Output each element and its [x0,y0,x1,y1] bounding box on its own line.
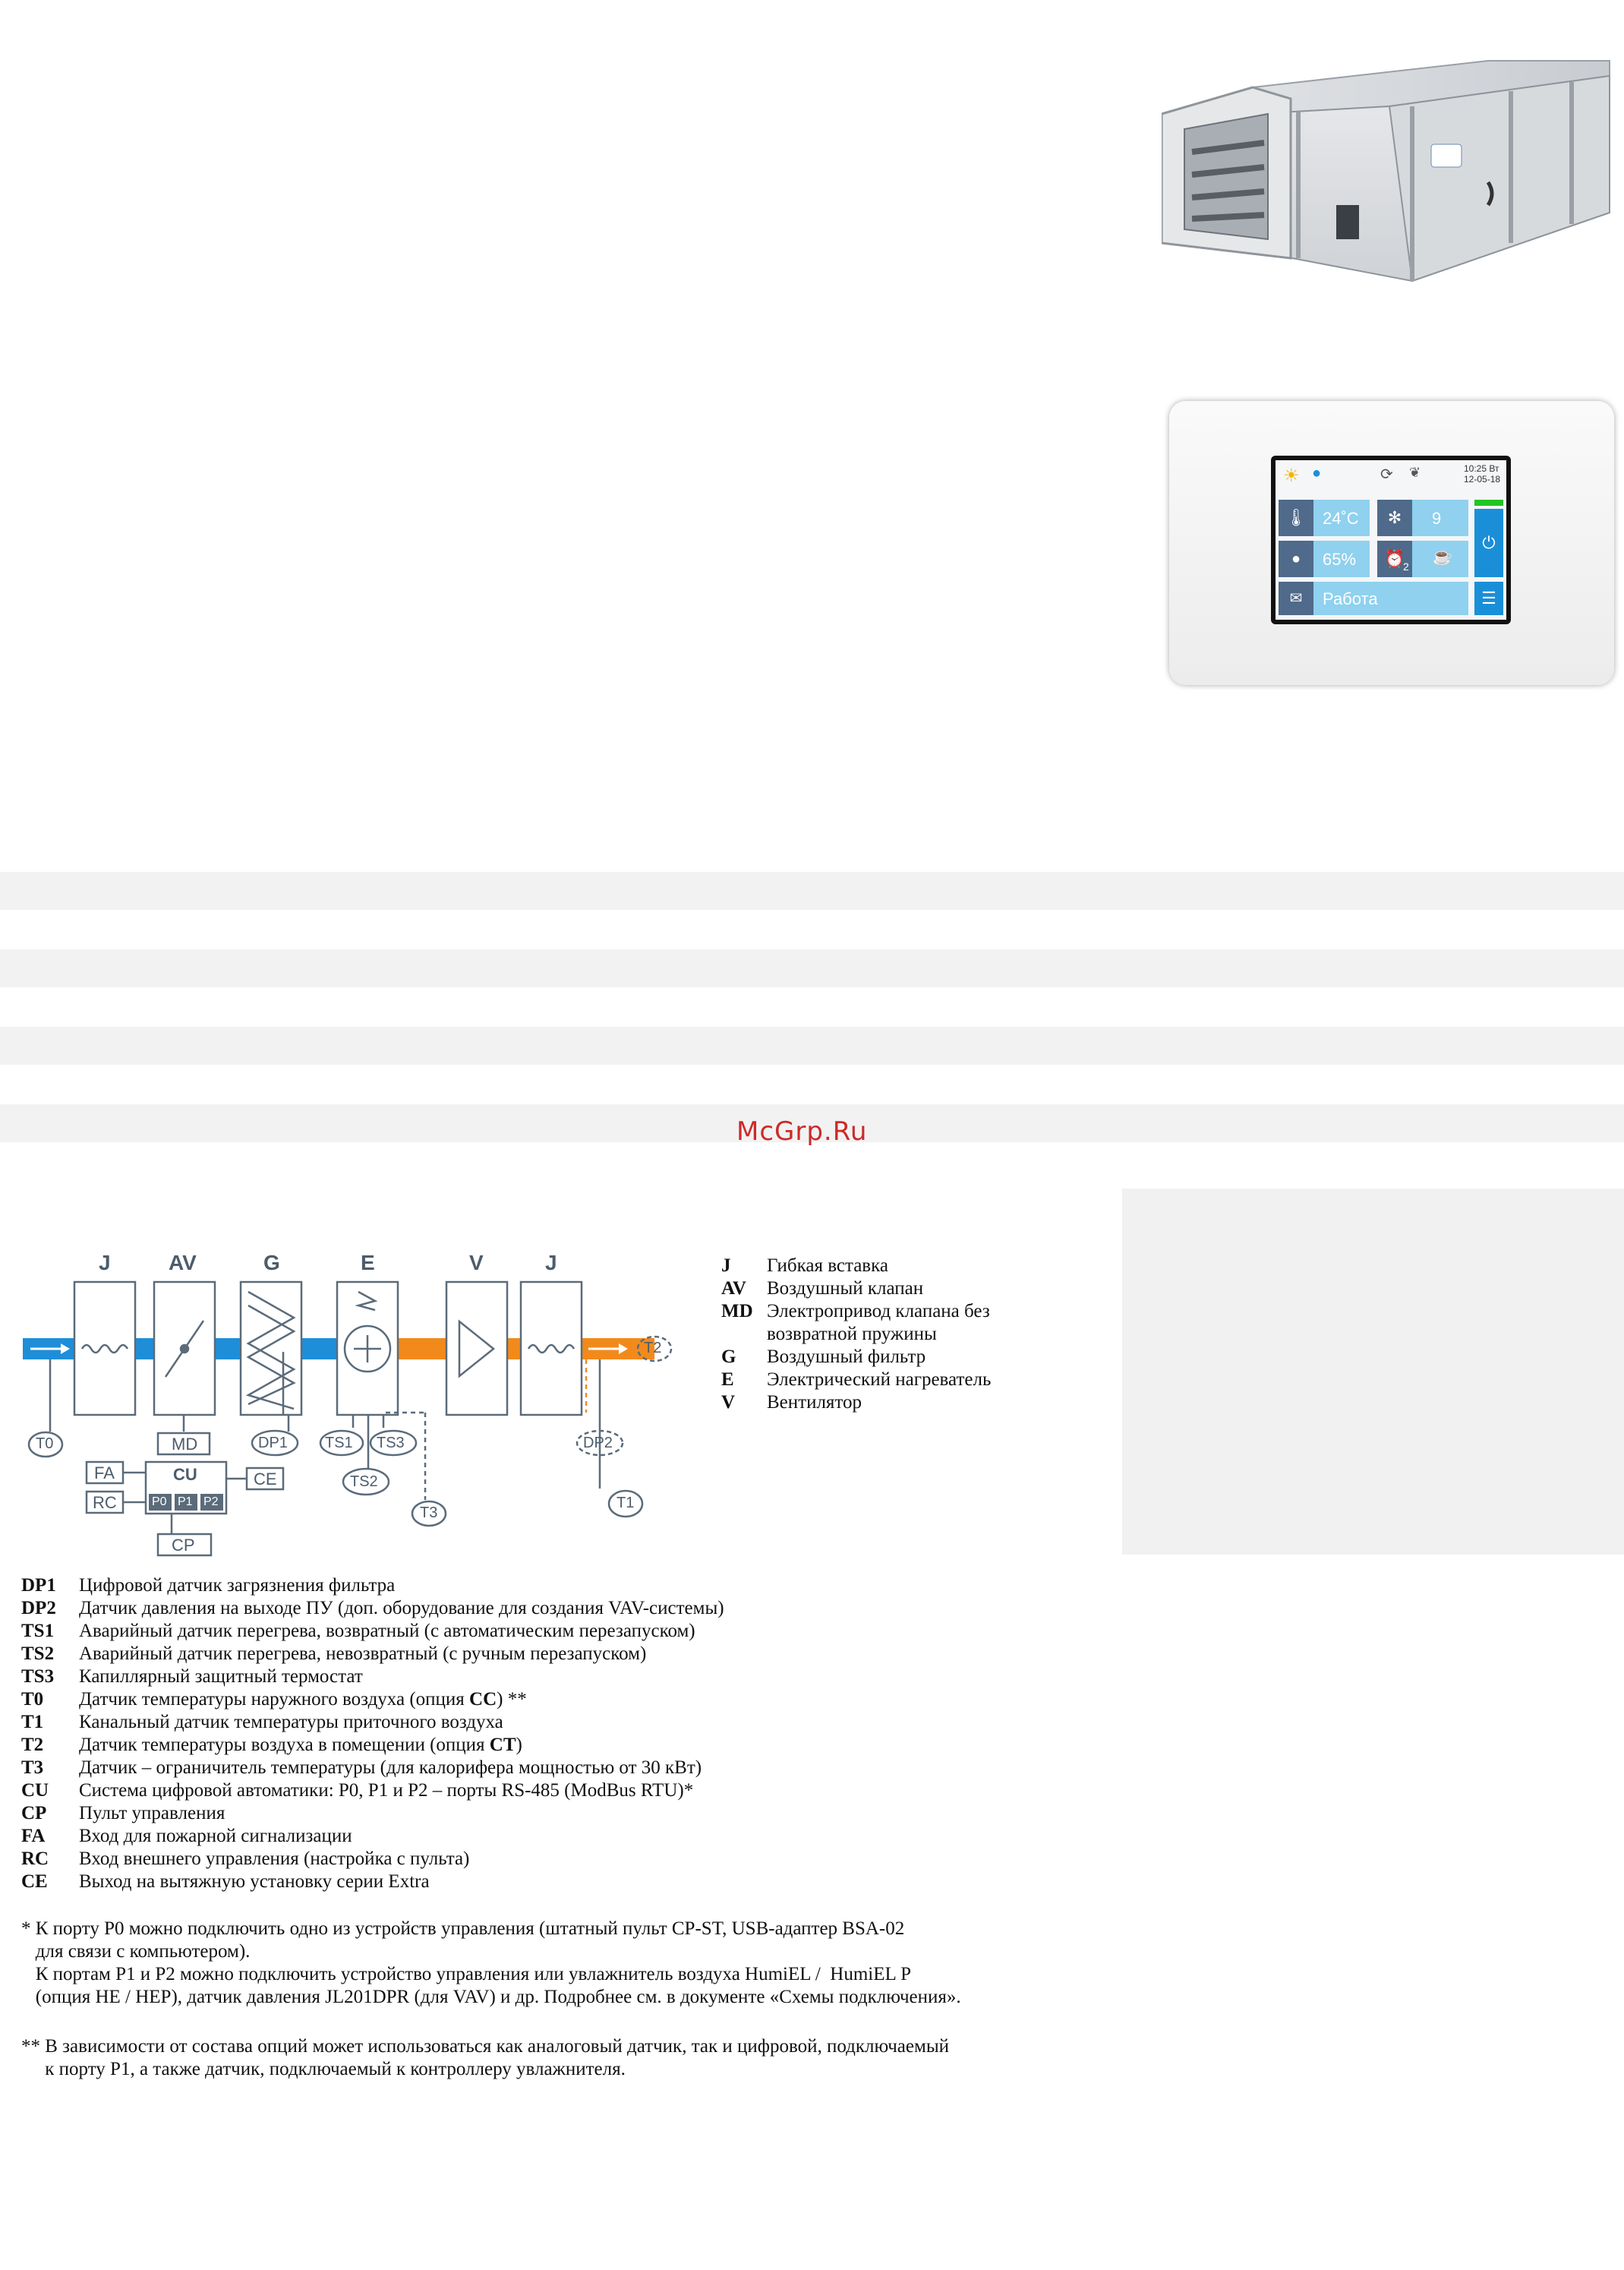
block-v [445,1280,509,1416]
humidity-icon: ● [1279,541,1313,577]
label-cu: CU [173,1465,197,1484]
label-block-v: V [469,1251,484,1274]
ventilation-unit-image [1162,60,1610,283]
footnote-line: (опция HE / HEP), датчик давления JL201D… [21,1987,961,2007]
block-j2 [519,1280,583,1416]
control-panel-device: ☀ ● ⟳ ❦ 10:25 Вт 12-05-18 🌡 24˚C ✻ 9 ● 6… [1169,401,1614,685]
fan-icon: ✻ [1377,500,1412,536]
envelope-icon: ✉ [1279,582,1313,615]
block-j1 [73,1280,137,1416]
side-info-box [1122,1189,1624,1555]
status-text: Работа [1323,589,1378,608]
label-t0: T0 [36,1435,54,1452]
screen-date: 12-05-18 [1464,474,1501,485]
footnote-line: * К порту P0 можно подключить одно из ус… [21,1918,905,1939]
label-p1: P1 [178,1495,193,1508]
leaf-icon: ❦ [1409,465,1421,480]
temperature-value[interactable]: 24˚C [1323,509,1359,528]
power-button[interactable]: ⏻ [1474,509,1503,577]
label-block-g: G [263,1251,280,1274]
right-legend-row: возвратной пружины [767,1324,937,1344]
alarm-clock-icon: ⏰ [1377,541,1412,577]
label-fa: FA [94,1463,115,1482]
refresh-icon: ⟳ [1380,466,1393,483]
label-block-j2: J [545,1251,557,1274]
label-ts2: TS2 [350,1473,378,1490]
label-p0: P0 [152,1495,167,1508]
label-rc: RC [93,1493,117,1512]
screen-time: 10:25 Вт [1464,463,1499,474]
thermometer-icon: 🌡 [1279,500,1313,536]
footnote-line: к порту P1, а также датчик, подключаемый… [21,2059,626,2079]
label-md: MD [172,1435,198,1454]
label-dp1: DP1 [258,1435,288,1451]
label-block-j: J [99,1251,111,1274]
table-stripe [0,872,1624,910]
table-stripe [0,949,1624,987]
label-block-e: E [361,1251,375,1274]
label-ts3: TS3 [377,1435,405,1451]
ventilation-schematic [23,1280,673,1557]
label-t2: T2 [644,1340,662,1356]
label-ts1: TS1 [325,1435,353,1451]
footnote-line: для связи с компьютером). [21,1941,251,1962]
table-stripe [0,1027,1624,1065]
menu-button[interactable]: ☰ [1474,582,1503,615]
footnote-line: К портам P1 и P2 можно подключить устрой… [21,1964,912,1984]
label-cp: CP [172,1536,195,1555]
label-dp2: DP2 [583,1435,613,1451]
timer-index: 2 [1403,560,1409,573]
humidity-drops-icon: ● [1312,465,1322,481]
watermark: McGrp.Ru [736,1116,868,1147]
coffee-cup-icon: ☕ [1432,547,1453,566]
label-t3: T3 [420,1504,438,1521]
label-ce: CE [254,1470,277,1489]
label-t1: T1 [616,1495,635,1511]
fan-speed-value[interactable]: 9 [1432,509,1442,528]
table-stripe [0,1104,1624,1142]
label-block-av: AV [169,1251,197,1274]
controller-screen: ☀ ● ⟳ ❦ 10:25 Вт 12-05-18 🌡 24˚C ✻ 9 ● 6… [1271,456,1511,624]
label-p2: P2 [203,1495,219,1508]
sun-icon: ☀ [1283,466,1300,486]
footnote-line: ** В зависимости от состава опций может … [21,2036,949,2057]
humidity-value[interactable]: 65% [1323,550,1357,569]
